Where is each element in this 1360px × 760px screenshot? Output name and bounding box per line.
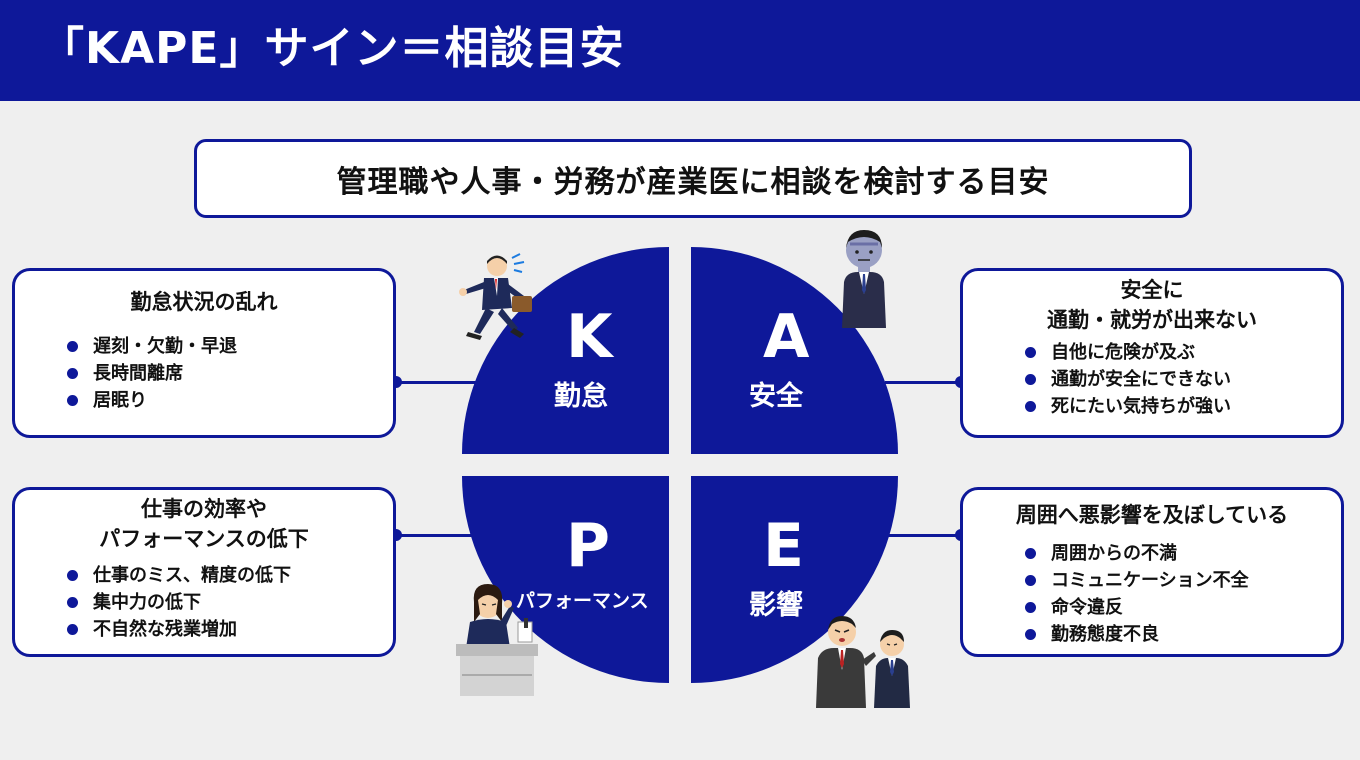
scolding-boss-icon — [808, 612, 916, 708]
list-item: 勤務態度不良 — [1023, 621, 1341, 648]
subtitle-box: 管理職や人事・労務が産業医に相談を検討する目安 — [194, 139, 1192, 218]
box-performance-title-line1: 仕事の効率や — [15, 494, 393, 524]
list-item: 自他に危険が及ぶ — [1023, 339, 1341, 366]
quadrant-p-letter: P — [566, 516, 610, 576]
box-anzen-list: 自他に危険が及ぶ 通勤が安全にできない 死にたい気持ちが強い — [1023, 339, 1341, 420]
list-item: 通勤が安全にできない — [1023, 366, 1341, 393]
quadrant-a-word: 安全 — [749, 383, 803, 410]
tired-woman-at-desk-icon — [452, 578, 542, 696]
box-anzen-title: 安全に 通勤・就労が出来ない — [963, 275, 1341, 335]
quadrant-e-word: 影響 — [749, 592, 803, 619]
quadrant-k-letter: K — [566, 307, 613, 367]
quadrant-e-letter: E — [763, 516, 804, 576]
list-item: 不自然な残業増加 — [65, 616, 393, 643]
page-title: 「KAPE」サイン＝相談目安 — [40, 12, 624, 76]
box-kintai-title: 勤怠状況の乱れ — [15, 287, 393, 317]
box-anzen-title-line2: 通勤・就労が出来ない — [963, 305, 1341, 335]
box-performance-list: 仕事のミス、精度の低下 集中力の低下 不自然な残業増加 — [65, 562, 393, 643]
list-item: 遅刻・欠勤・早退 — [65, 333, 393, 360]
list-item: 居眠り — [65, 387, 393, 414]
list-item: 仕事のミス、精度の低下 — [65, 562, 393, 589]
list-item: 長時間離席 — [65, 360, 393, 387]
list-item: 集中力の低下 — [65, 589, 393, 616]
box-kintai: 勤怠状況の乱れ 遅刻・欠勤・早退 長時間離席 居眠り — [12, 268, 396, 438]
quadrant-a-letter: A — [763, 307, 809, 367]
box-eikyo-list: 周囲からの不満 コミュニケーション不全 命令違反 勤務態度不良 — [1023, 540, 1341, 648]
running-businessman-icon — [452, 252, 542, 344]
box-eikyo: 周囲へ悪影響を及ぼしている 周囲からの不満 コミュニケーション不全 命令違反 勤… — [960, 487, 1344, 657]
box-kintai-list: 遅刻・欠勤・早退 長時間離席 居眠り — [65, 333, 393, 414]
list-item: 周囲からの不満 — [1023, 540, 1341, 567]
box-anzen: 安全に 通勤・就労が出来ない 自他に危険が及ぶ 通勤が安全にできない 死にたい気… — [960, 268, 1344, 438]
header-bar: 「KAPE」サイン＝相談目安 — [0, 0, 1360, 101]
box-eikyo-title: 周囲へ悪影響を及ぼしている — [963, 500, 1341, 530]
box-anzen-title-line1: 安全に — [963, 275, 1341, 305]
quadrant-k-word: 勤怠 — [554, 383, 608, 410]
box-performance-title-line2: パフォーマンスの低下 — [15, 524, 393, 554]
box-performance-title: 仕事の効率や パフォーマンスの低下 — [15, 494, 393, 554]
subtitle-text: 管理職や人事・労務が産業医に相談を検討する目安 — [337, 157, 1050, 201]
list-item: 死にたい気持ちが強い — [1023, 393, 1341, 420]
list-item: コミュニケーション不全 — [1023, 567, 1341, 594]
list-item: 命令違反 — [1023, 594, 1341, 621]
box-performance: 仕事の効率や パフォーマンスの低下 仕事のミス、精度の低下 集中力の低下 不自然… — [12, 487, 396, 657]
pale-worried-man-icon — [836, 228, 892, 328]
